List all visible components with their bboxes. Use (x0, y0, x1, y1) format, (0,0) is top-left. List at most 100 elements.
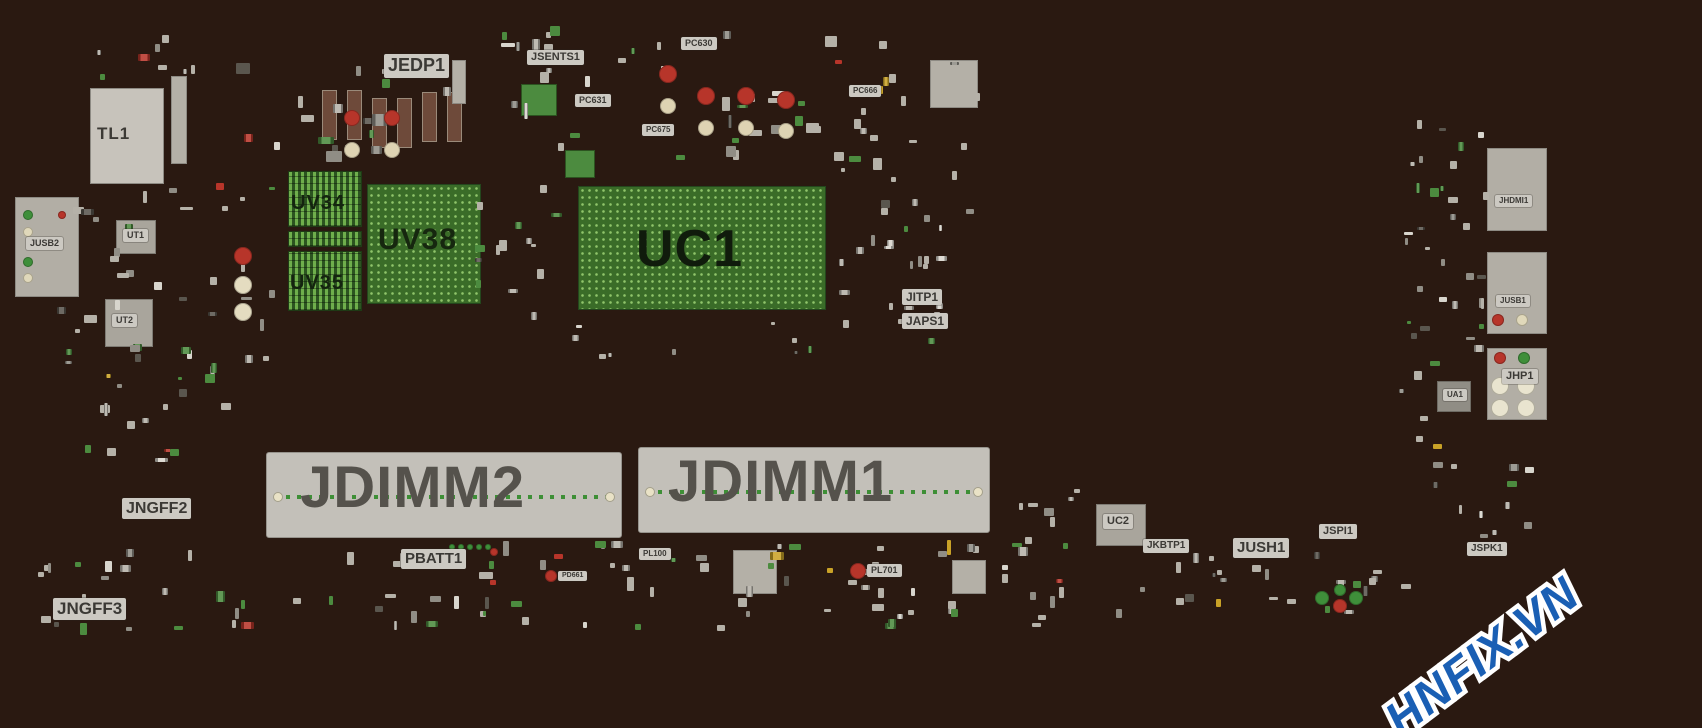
passive-component (1416, 182, 1421, 194)
passive-component (263, 356, 269, 362)
passive-component (947, 540, 951, 555)
passive-component (880, 200, 890, 208)
passive-component (838, 289, 850, 296)
passive-component (1506, 480, 1518, 487)
passive-component (500, 43, 516, 47)
passive-component (511, 100, 518, 109)
pad-circle (1334, 584, 1346, 596)
passive-component (888, 302, 894, 311)
passive-component (1001, 574, 1009, 583)
passive-component (1049, 517, 1055, 528)
passive-component (245, 354, 254, 363)
passive-component (157, 64, 168, 71)
passive-component (130, 345, 141, 352)
passive-component (1424, 247, 1430, 251)
passive-component (882, 77, 889, 87)
passive-component (1399, 389, 1405, 393)
passive-component (847, 579, 858, 586)
passive-component (554, 554, 564, 560)
passive-component (127, 420, 136, 429)
passive-component (109, 256, 120, 262)
passive-component (767, 97, 781, 104)
passive-component (1185, 593, 1194, 602)
passive-component (1438, 297, 1447, 302)
passive-component (85, 444, 92, 453)
passive-component (482, 611, 486, 617)
passive-component (331, 144, 339, 154)
passive-component (1404, 238, 1408, 246)
passive-component (1433, 443, 1442, 449)
passive-component (1429, 188, 1440, 197)
passive-component (675, 154, 686, 161)
passive-component (163, 448, 173, 453)
pad-circle (738, 120, 754, 136)
passive-component (1028, 502, 1039, 508)
passive-component (1055, 579, 1064, 583)
jdimm2-slot-pin-row (275, 495, 613, 499)
passive-component (126, 627, 132, 632)
component-label-jhdmi1: JHDMI1 (1495, 195, 1533, 207)
passive-component (120, 564, 131, 573)
passive-component (1325, 605, 1330, 614)
jdimm2-slot-left-pad (273, 492, 283, 502)
passive-component (901, 96, 906, 107)
passive-component (783, 575, 790, 587)
passive-component (453, 595, 460, 609)
passive-component (1524, 521, 1533, 530)
passive-component (823, 608, 831, 613)
passive-component (1406, 321, 1412, 325)
passive-component (371, 145, 382, 155)
passive-component (499, 240, 507, 251)
passive-component (880, 208, 889, 216)
passive-component (374, 605, 383, 612)
mosfet-4 (397, 98, 412, 148)
passive-component (843, 320, 849, 329)
passive-component (570, 133, 581, 139)
passive-component (411, 611, 417, 624)
passive-component (1440, 258, 1446, 267)
uc1-bga (578, 186, 826, 310)
passive-component (268, 289, 276, 298)
passive-component (231, 619, 237, 628)
passive-component (1216, 570, 1223, 576)
passive-component (770, 552, 785, 560)
passive-component (627, 576, 635, 591)
passive-component (1478, 324, 1484, 329)
passive-component (209, 277, 218, 286)
passive-component (369, 130, 375, 138)
passive-component (1439, 128, 1447, 132)
passive-component (545, 32, 552, 38)
pad-circle (23, 210, 33, 220)
passive-component (608, 352, 612, 358)
passive-component (634, 623, 642, 630)
passive-component (1252, 564, 1262, 573)
passive-component (936, 255, 947, 262)
passive-component (507, 289, 518, 293)
passive-component (301, 114, 315, 123)
passive-component (297, 95, 303, 109)
passive-component (241, 622, 255, 629)
passive-component (536, 268, 544, 280)
passive-component (38, 571, 44, 577)
component-label-jkbtp1: JKBTP1 (1143, 539, 1190, 553)
passive-component (551, 212, 562, 217)
passive-component (243, 133, 253, 143)
component-label-jngff2: JNGFF2 (122, 498, 192, 520)
passive-component (599, 354, 606, 360)
passive-component (207, 312, 217, 316)
passive-component (355, 65, 362, 76)
pad-circle (545, 570, 557, 582)
passive-component (116, 384, 123, 389)
passive-component (972, 546, 979, 553)
passive-component (1287, 599, 1296, 604)
passive-component (949, 61, 960, 65)
pad-circle (485, 544, 491, 550)
passive-component (116, 273, 130, 279)
passive-component (72, 207, 85, 214)
passive-component (1476, 275, 1487, 280)
passive-component (1032, 622, 1042, 628)
pad-circle (23, 257, 33, 267)
pad-circle (660, 98, 676, 114)
passive-component (161, 588, 168, 596)
passive-component (1463, 222, 1470, 230)
